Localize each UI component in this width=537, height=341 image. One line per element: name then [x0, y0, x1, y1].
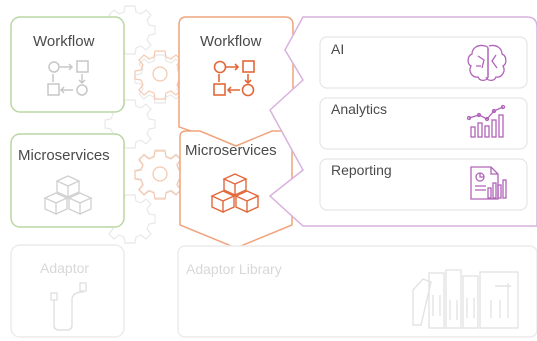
ai-card [319, 36, 528, 89]
adaptor-library-label: Adaptor Library [186, 261, 282, 277]
adaptor-card [10, 244, 125, 338]
microservices-label-left: Microservices [18, 147, 110, 164]
cubes-icon [210, 173, 260, 214]
gear-icon [134, 50, 186, 200]
adaptor-plug-icon [50, 282, 87, 331]
cubes-icon [43, 175, 93, 216]
workflow-icon [213, 60, 255, 97]
brain-icon [467, 44, 507, 82]
workflow-icon [47, 60, 89, 96]
workflow-label-middle: Workflow [200, 33, 262, 50]
reporting-label: Reporting [331, 162, 392, 178]
workflow-card-left [10, 16, 125, 113]
reporting-card [319, 158, 528, 211]
microservices-card-left [10, 133, 125, 228]
ai-label: AI [331, 41, 345, 57]
workflow-label-left: Workflow [33, 33, 95, 50]
report-document-icon [470, 166, 507, 200]
binders-icon [412, 269, 519, 329]
microservices-label-middle: Microservices [185, 142, 277, 159]
analytics-label: Analytics [331, 101, 388, 117]
adaptor-library-card [177, 245, 537, 338]
adaptor-label: Adaptor [40, 260, 90, 276]
analytics-chart-icon [466, 104, 506, 138]
